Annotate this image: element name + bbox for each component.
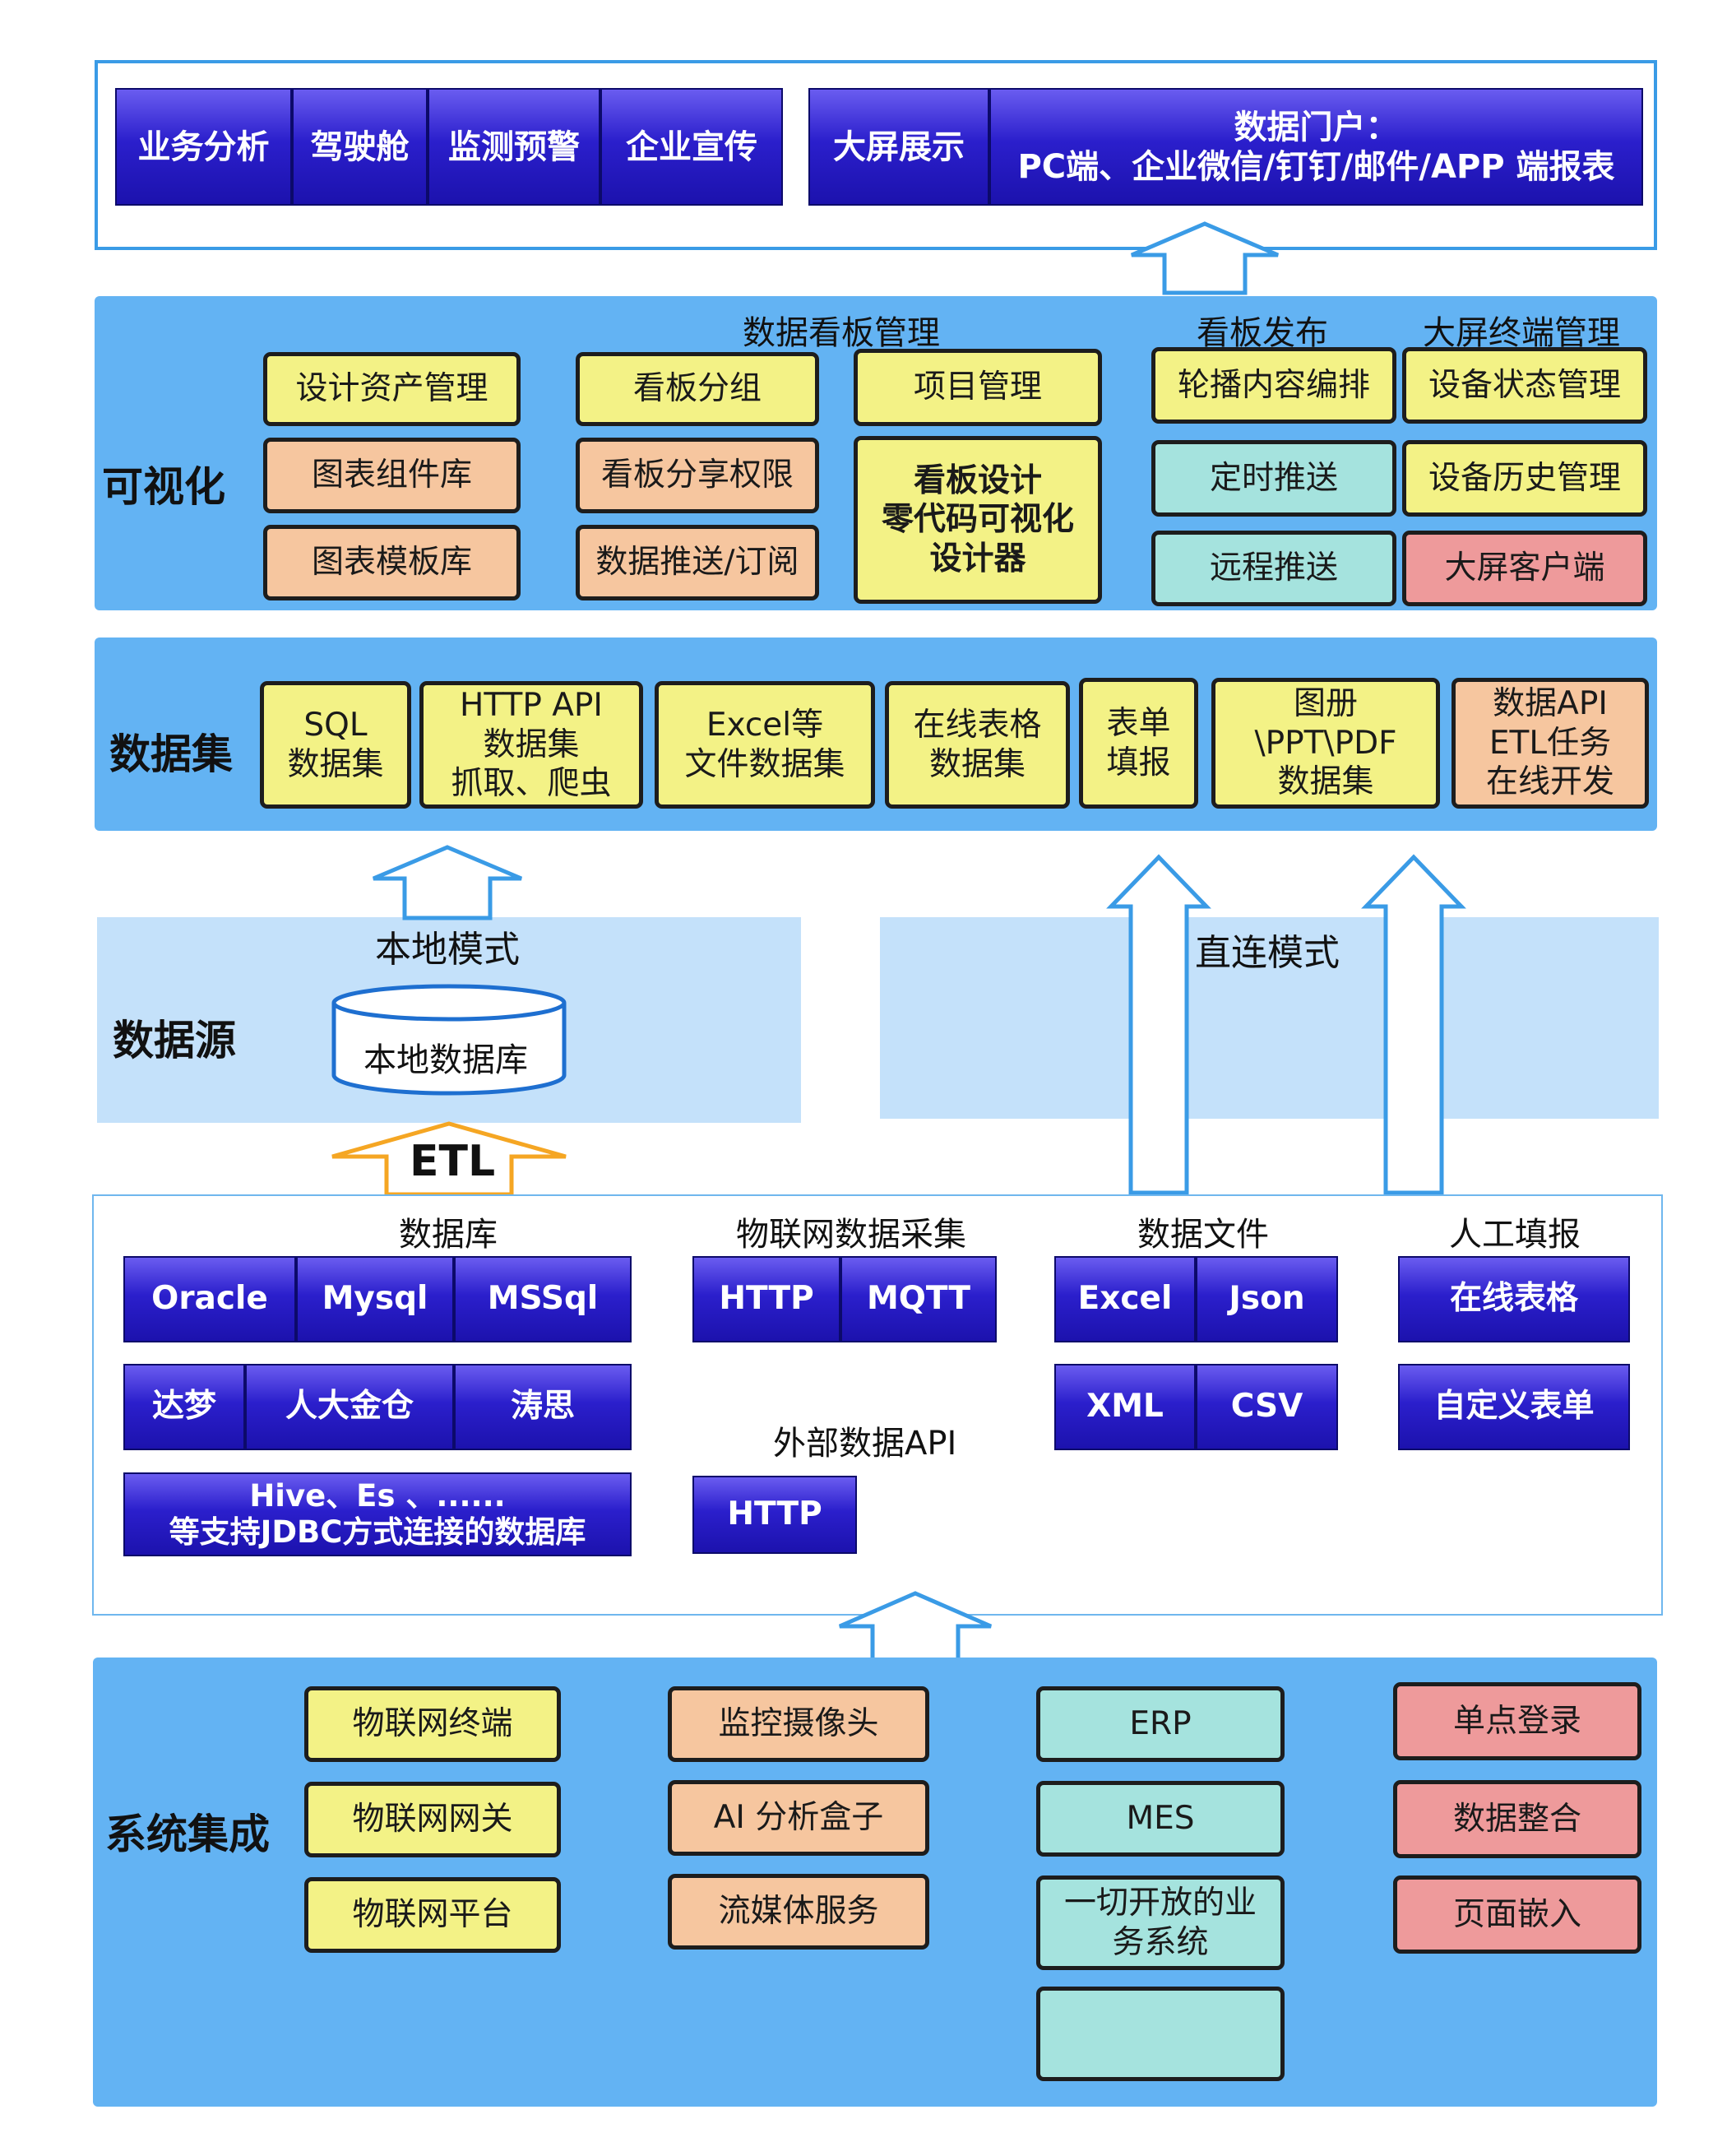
direct-mode-panel [880, 917, 1659, 1119]
db-row-2: 达梦 人大金仓 涛思 [123, 1364, 632, 1450]
custom-form-item[interactable]: 自定义表单 [1398, 1364, 1630, 1450]
portal-left-bar: 业务分析 驾驶舱 监测预警 企业宣传 [115, 88, 783, 206]
files-row-1: Excel Json [1054, 1256, 1338, 1342]
visualization-label: 可视化 [102, 463, 225, 511]
excel-file-item[interactable]: Excel [1054, 1256, 1196, 1342]
up-arrow-to-portal [1131, 221, 1279, 295]
integration-label: 系统集成 [105, 1811, 270, 1858]
dataset-label: 数据集 [109, 730, 233, 778]
files-title: 数据文件 [1137, 1216, 1269, 1254]
data-integration-box[interactable]: 数据整合 [1393, 1780, 1641, 1858]
screen-mgmt-title: 大屏终端管理 [1423, 314, 1620, 352]
files-row-2: XML CSV [1054, 1364, 1338, 1450]
db-row-1: Oracle Mysql MSSql [123, 1256, 632, 1342]
external-api-row: HTTP [692, 1476, 857, 1554]
db-row-3: Hive、Es 、...... 等支持JDBC方式连接的数据库 [123, 1472, 632, 1556]
chart-templates-box[interactable]: 图表模板库 [263, 525, 521, 600]
database-cylinder-icon [331, 984, 567, 1096]
excel-dataset-box[interactable]: Excel等 文件数据集 [655, 681, 875, 809]
portal-cockpit[interactable]: 驾驶舱 [292, 88, 428, 206]
album-ppt-pdf-dataset-box[interactable]: 图册 \PPT\PDF 数据集 [1211, 678, 1440, 809]
manual-row-2: 自定义表单 [1398, 1364, 1630, 1450]
iot-platform-box[interactable]: 物联网平台 [304, 1877, 561, 1953]
manual-row-1: 在线表格 [1398, 1256, 1630, 1342]
sso-box[interactable]: 单点登录 [1393, 1682, 1641, 1760]
dameng-item[interactable]: 达梦 [123, 1364, 245, 1450]
erp-box[interactable]: ERP [1036, 1686, 1285, 1762]
jdbc-databases-item[interactable]: Hive、Es 、...... 等支持JDBC方式连接的数据库 [123, 1472, 632, 1556]
local-db-label: 本地数据库 [363, 1041, 528, 1079]
ai-box[interactable]: AI 分析盒子 [668, 1780, 929, 1856]
oracle-item[interactable]: Oracle [123, 1256, 296, 1342]
device-history-box[interactable]: 设备历史管理 [1402, 440, 1647, 517]
xml-file-item[interactable]: XML [1054, 1364, 1196, 1450]
portal-enterprise-promo[interactable]: 企业宣传 [600, 88, 783, 206]
portal-right-bar: 大屏展示 数据门户： PC端、企业微信/钉钉/邮件/APP 端报表 [808, 88, 1643, 206]
database-title: 数据库 [399, 1216, 498, 1254]
streaming-service-box[interactable]: 流媒体服务 [668, 1874, 929, 1950]
http-api-dataset-box[interactable]: HTTP API 数据集 抓取、爬虫 [419, 681, 643, 809]
taos-item[interactable]: 涛思 [454, 1364, 632, 1450]
chart-components-box[interactable]: 图表组件库 [263, 438, 521, 513]
iot-terminal-box[interactable]: 物联网终端 [304, 1686, 561, 1762]
publish-title: 看板发布 [1197, 314, 1328, 352]
board-group-box[interactable]: 看板分组 [576, 352, 819, 426]
data-push-box[interactable]: 数据推送/订阅 [576, 525, 819, 600]
form-fill-box[interactable]: 表单 填报 [1079, 678, 1198, 809]
screen-client-box[interactable]: 大屏客户端 [1402, 531, 1647, 606]
design-assets-box[interactable]: 设计资产管理 [263, 352, 521, 426]
up-arrow-from-integration [839, 1591, 992, 1667]
empty-teal-box[interactable] [1036, 1987, 1285, 2081]
online-table-item[interactable]: 在线表格 [1398, 1256, 1630, 1342]
board-share-box[interactable]: 看板分享权限 [576, 438, 819, 513]
external-api-title: 外部数据API [773, 1425, 957, 1463]
camera-box[interactable]: 监控摄像头 [668, 1686, 929, 1762]
carousel-box[interactable]: 轮播内容编排 [1151, 347, 1396, 424]
dashboard-mgmt-title: 数据看板管理 [743, 314, 940, 352]
iot-http-item[interactable]: HTTP [692, 1256, 840, 1342]
external-http-item[interactable]: HTTP [692, 1476, 857, 1554]
scheduled-push-box[interactable]: 定时推送 [1151, 440, 1396, 517]
sql-dataset-box[interactable]: SQL 数据集 [260, 681, 411, 809]
iot-row: HTTP MQTT [692, 1256, 997, 1342]
portal-business-analysis[interactable]: 业务分析 [115, 88, 292, 206]
etl-label: ETL [410, 1137, 496, 1186]
device-status-box[interactable]: 设备状态管理 [1402, 347, 1647, 424]
data-api-etl-box[interactable]: 数据API ETL任务 在线开发 [1452, 678, 1649, 809]
local-mode-caption: 本地模式 [375, 929, 520, 971]
json-file-item[interactable]: Json [1196, 1256, 1338, 1342]
page-embed-box[interactable]: 页面嵌入 [1393, 1875, 1641, 1954]
remote-push-box[interactable]: 远程推送 [1151, 531, 1396, 606]
direct-mode-caption: 直连模式 [1195, 932, 1340, 974]
mes-box[interactable]: MES [1036, 1781, 1285, 1857]
portal-monitoring-alert[interactable]: 监测预警 [428, 88, 600, 206]
iot-gateway-box[interactable]: 物联网网关 [304, 1782, 561, 1857]
manual-title: 人工填报 [1449, 1216, 1581, 1254]
iot-title: 物联网数据采集 [736, 1216, 966, 1254]
csv-file-item[interactable]: CSV [1196, 1364, 1338, 1450]
portal-big-screen[interactable]: 大屏展示 [808, 88, 989, 206]
mysql-item[interactable]: Mysql [296, 1256, 454, 1342]
iot-mqtt-item[interactable]: MQTT [840, 1256, 997, 1342]
online-table-dataset-box[interactable]: 在线表格 数据集 [885, 681, 1070, 809]
project-mgmt-box[interactable]: 项目管理 [854, 349, 1102, 426]
up-arrow-direct-2 [1361, 854, 1466, 1195]
up-arrow-local-mode [373, 845, 522, 920]
datasource-label: 数据源 [113, 1017, 236, 1064]
up-arrow-direct-1 [1106, 854, 1211, 1195]
mssql-item[interactable]: MSSql [454, 1256, 632, 1342]
portal-data-portal[interactable]: 数据门户： PC端、企业微信/钉钉/邮件/APP 端报表 [989, 88, 1643, 206]
board-designer-box[interactable]: 看板设计 零代码可视化 设计器 [854, 436, 1102, 604]
kingbase-item[interactable]: 人大金仓 [245, 1364, 454, 1450]
open-systems-box[interactable]: 一切开放的业 务系统 [1036, 1875, 1285, 1970]
